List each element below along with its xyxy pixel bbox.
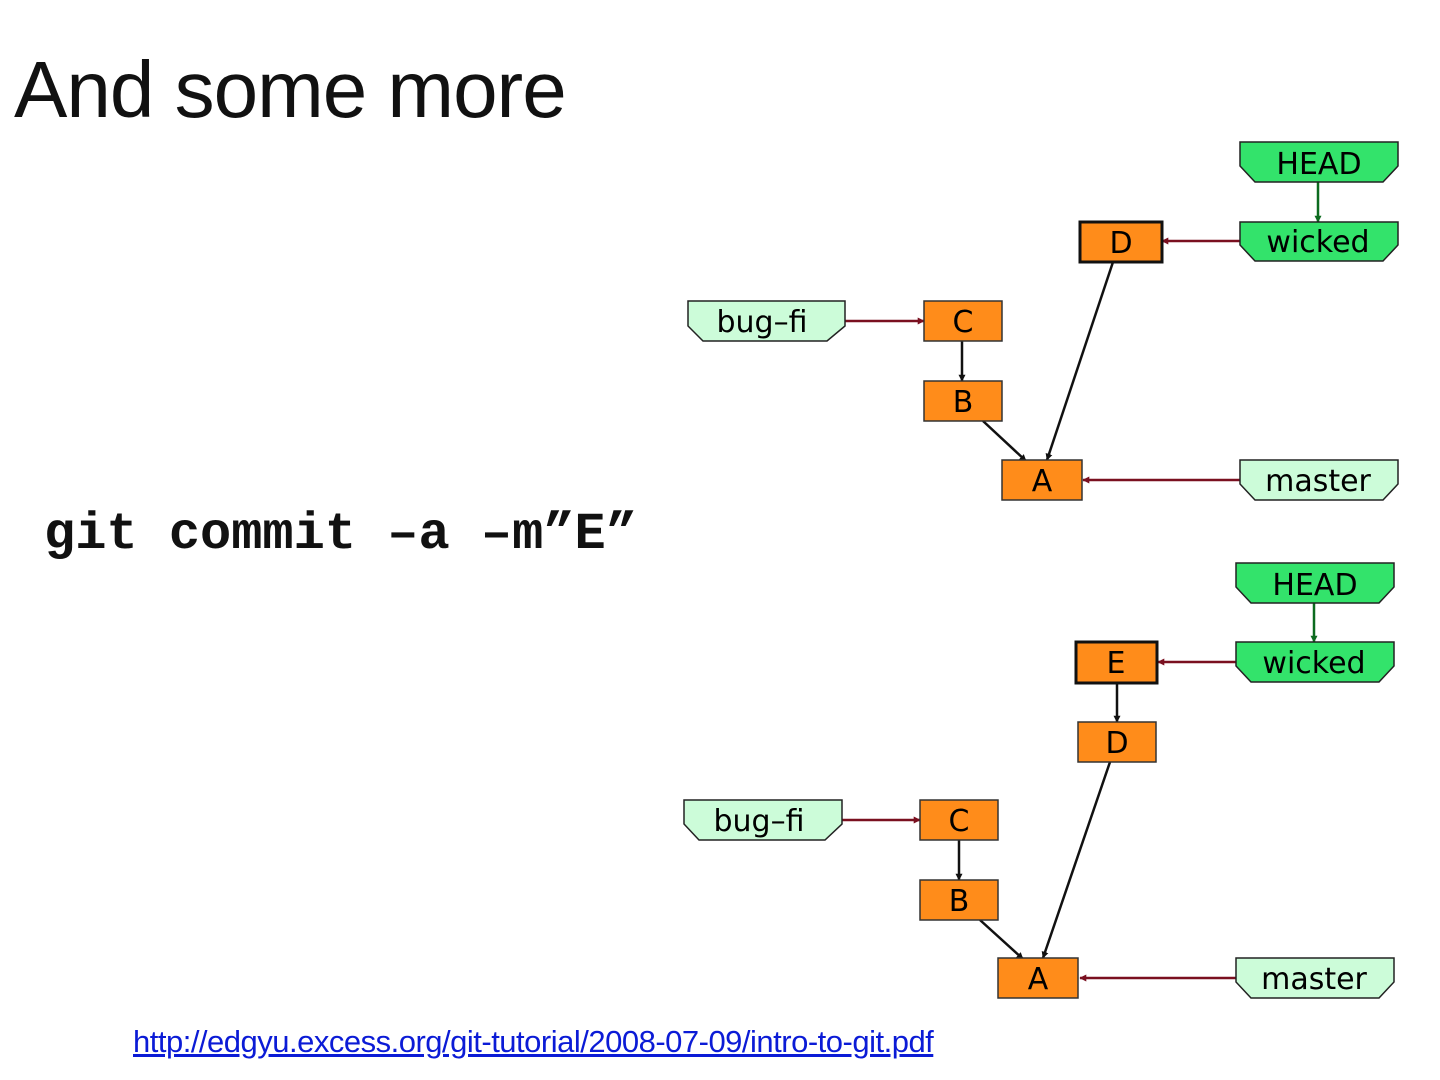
commit-D: D (1077, 721, 1157, 763)
commit-E: E (1074, 640, 1159, 685)
branch-master: master (1235, 957, 1395, 999)
commit-label: D (1105, 726, 1128, 761)
commit-label: B (949, 884, 970, 919)
commit-C: C (923, 300, 1003, 342)
commit-B: B (923, 380, 1003, 422)
branch-wicked: wicked (1239, 221, 1399, 262)
source-link[interactable]: http://edgyu.excess.org/git-tutorial/200… (133, 1024, 934, 1059)
commit-D: D (1078, 220, 1164, 264)
commit-label: B (953, 385, 974, 420)
commit-A: A (1001, 459, 1083, 501)
branch-label: master (1265, 464, 1371, 499)
commit-label: C (949, 804, 970, 839)
commit-label: C (953, 305, 974, 340)
branch-label: master (1261, 962, 1367, 997)
commit-label: E (1107, 646, 1126, 681)
branch-label: bug–fi (714, 804, 805, 839)
commit-C: C (919, 799, 999, 841)
branch-label: wicked (1266, 225, 1369, 260)
commit-label: D (1109, 226, 1132, 261)
head-ref: HEAD (1239, 141, 1399, 183)
head-label: HEAD (1276, 147, 1361, 182)
branch-label: wicked (1262, 646, 1365, 681)
branch-bug-fi: bug–fi (687, 300, 846, 342)
branch-wicked: wicked (1235, 641, 1395, 683)
branch-label: bug–fi (717, 305, 808, 340)
commit-B: B (919, 879, 999, 921)
edge-D-to-A (1041, 761, 1112, 959)
head-ref: HEAD (1235, 562, 1395, 604)
edge-D-to-A (1045, 261, 1115, 461)
diagram-before: HEAD wicked D bug–fi C B A (687, 141, 1399, 501)
edge-B-to-A (982, 420, 1027, 462)
branch-bug-fi: bug–fi (683, 799, 843, 841)
commit-label: A (1028, 962, 1049, 997)
head-label: HEAD (1272, 568, 1357, 603)
edge-B-to-A (979, 919, 1024, 960)
branch-master: master (1239, 459, 1399, 501)
diagram-after: HEAD wicked E D bug–fi C B (683, 562, 1395, 999)
commit-A: A (997, 957, 1079, 999)
git-command: git commit –a –m”E” (44, 505, 637, 564)
slide-title: And some more (14, 45, 567, 134)
commit-label: A (1032, 464, 1053, 499)
